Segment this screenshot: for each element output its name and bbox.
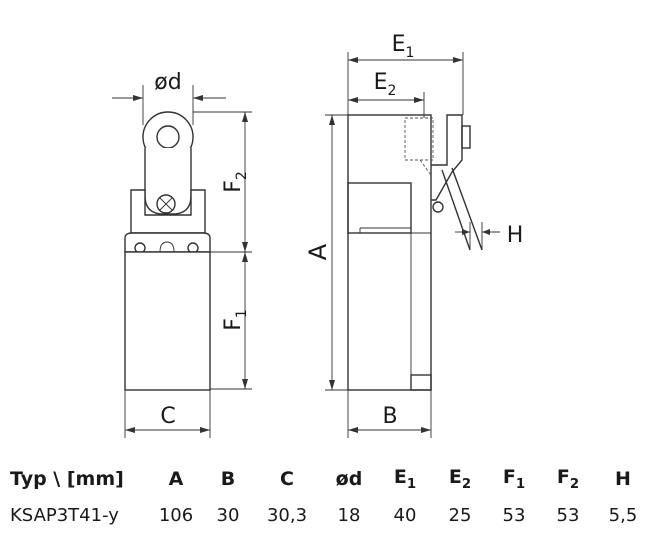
- head-step: [347, 182, 412, 234]
- technical-drawing: ød F2 F1 C: [112, 32, 523, 438]
- header-H: H: [615, 468, 631, 490]
- side-lever-bracket: [431, 114, 463, 201]
- label-A: A: [304, 243, 332, 260]
- header-B: B: [220, 468, 236, 490]
- label-E2: E2: [374, 70, 397, 99]
- cell-H: 5,5: [608, 504, 638, 526]
- front-view: ød F2 F1 C: [112, 70, 252, 438]
- cell-E1: 40: [393, 504, 417, 526]
- cell-F2: 53: [556, 504, 580, 526]
- side-screw: [432, 201, 444, 213]
- cell-B: 30: [216, 504, 240, 526]
- label-E1: E1: [392, 32, 415, 61]
- cell-C: 30,3: [266, 504, 308, 526]
- header-d: ød: [335, 468, 363, 490]
- side-view: E1 E2 A B H: [304, 32, 523, 438]
- cell-type: KSAP3T41-y: [10, 504, 119, 526]
- switch-body: [124, 251, 211, 391]
- cell-A: 106: [158, 504, 194, 526]
- svg-text:F2: F2: [221, 171, 250, 193]
- flange-notch: [159, 241, 175, 253]
- side-foot: [410, 374, 432, 391]
- table-header-row: Typ \ [mm] A B C ød E1 E2 F1 F2 H: [10, 466, 650, 502]
- cell-d: 18: [337, 504, 361, 526]
- label-C: C: [160, 404, 175, 429]
- cell-E2: 25: [448, 504, 472, 526]
- side-body: [347, 114, 432, 391]
- label-H: H: [507, 223, 524, 248]
- dimension-table: Typ \ [mm] A B C ød E1 E2 F1 F2 H KSAP3T…: [10, 466, 650, 528]
- label-F2: F2: [221, 171, 250, 193]
- header-C: C: [280, 468, 294, 490]
- lever-arm: [144, 148, 192, 215]
- svg-text:A: A: [304, 243, 332, 260]
- header-E1: E1: [393, 466, 417, 492]
- header-A: A: [168, 468, 184, 490]
- label-F1: F1: [221, 309, 250, 331]
- pivot-screw-icon: [156, 194, 176, 214]
- side-lever-arm: [441, 167, 483, 251]
- table-row: KSAP3T41-y 106 30 30,3 18 40 25 53 53 5,…: [10, 502, 650, 528]
- header-E2: E2: [448, 466, 472, 492]
- cell-F1: 53: [502, 504, 526, 526]
- lever-tip: [461, 125, 471, 149]
- label-B: B: [382, 404, 397, 429]
- svg-text:F1: F1: [221, 309, 250, 331]
- header-F1: F1: [502, 466, 526, 492]
- header-type: Typ \ [mm]: [10, 468, 124, 490]
- header-F2: F2: [556, 466, 580, 492]
- label-d: ød: [154, 70, 181, 95]
